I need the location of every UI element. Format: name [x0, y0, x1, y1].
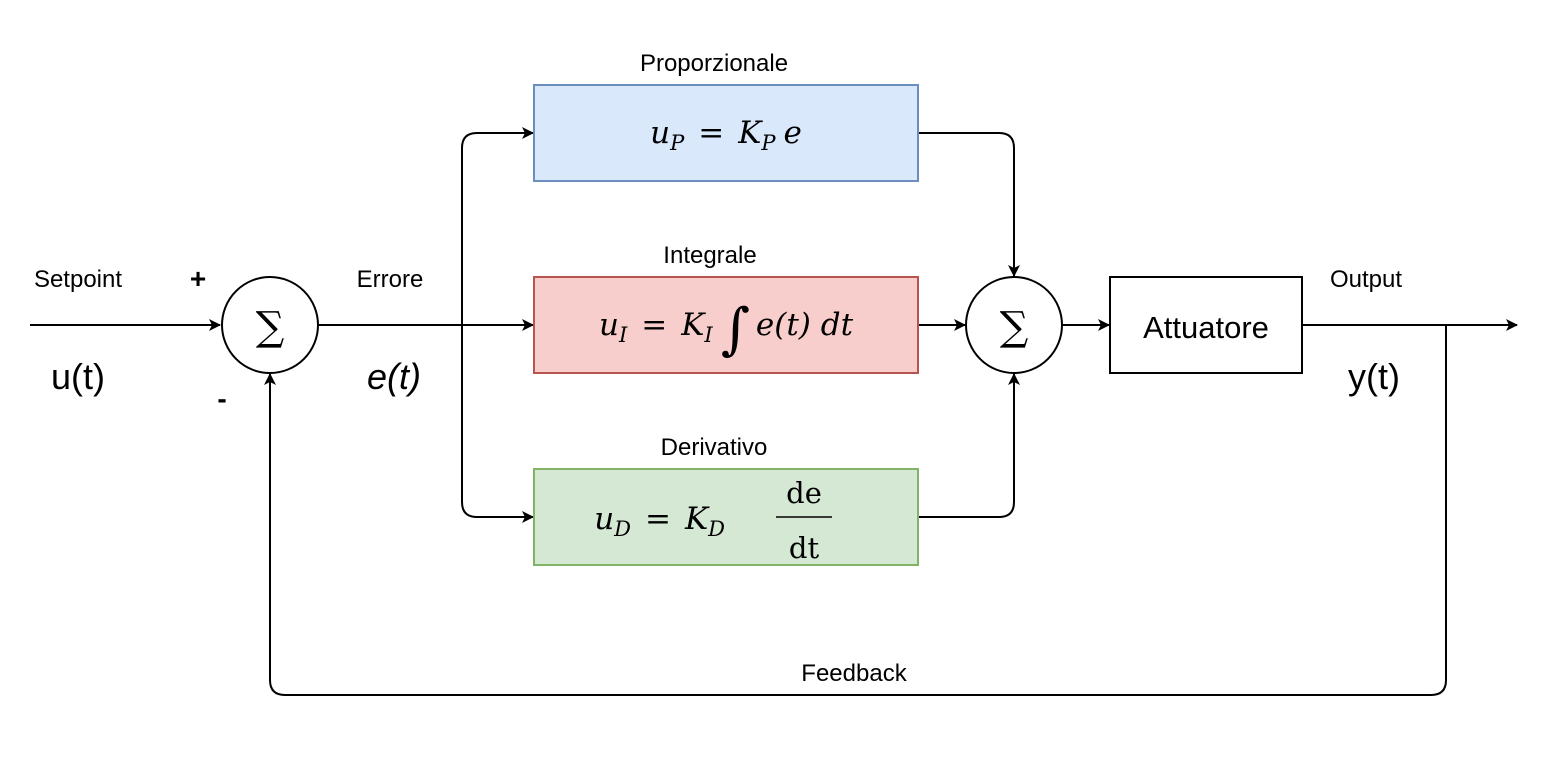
proportional-block — [533, 84, 919, 182]
derivative-denominator: dt — [789, 531, 820, 565]
integral-formula: uI=KI∫e(t) dt — [599, 297, 854, 362]
derivative-block — [533, 468, 919, 566]
derivative-formula: uD=KD — [594, 501, 725, 541]
derivative-numerator: de — [786, 476, 822, 510]
error-sum-symbol: ∑ — [256, 304, 285, 350]
error-signal-label: e(t) — [367, 356, 421, 397]
input-signal-label: u(t) — [51, 356, 105, 397]
derivative-label: Derivativo — [661, 434, 768, 461]
feedback-label: Feedback — [801, 660, 907, 687]
controller-sum-symbol: ∑ — [1000, 304, 1029, 350]
output-label: Output — [1330, 266, 1402, 293]
proportional-to-sum — [918, 132, 1020, 277]
derivative-to-sum — [918, 373, 1020, 518]
setpoint-label: Setpoint — [34, 266, 122, 293]
plus-sign: + — [190, 263, 206, 294]
actuator-label: Attuatore — [1143, 310, 1269, 345]
error-summing-junction — [221, 276, 319, 374]
integral-block — [533, 276, 919, 374]
controller-summing-junction — [965, 276, 1063, 374]
feedback-line — [264, 325, 1447, 696]
minus-sign: - — [217, 383, 226, 414]
branch-to-proportional — [461, 127, 534, 325]
integral-label: Integrale — [663, 242, 756, 269]
error-label: Errore — [357, 266, 424, 293]
branch-to-derivative — [461, 325, 534, 523]
actuator-block — [1109, 276, 1303, 374]
output-signal-label: y(t) — [1348, 356, 1400, 397]
proportional-label: Proporzionale — [640, 50, 788, 77]
